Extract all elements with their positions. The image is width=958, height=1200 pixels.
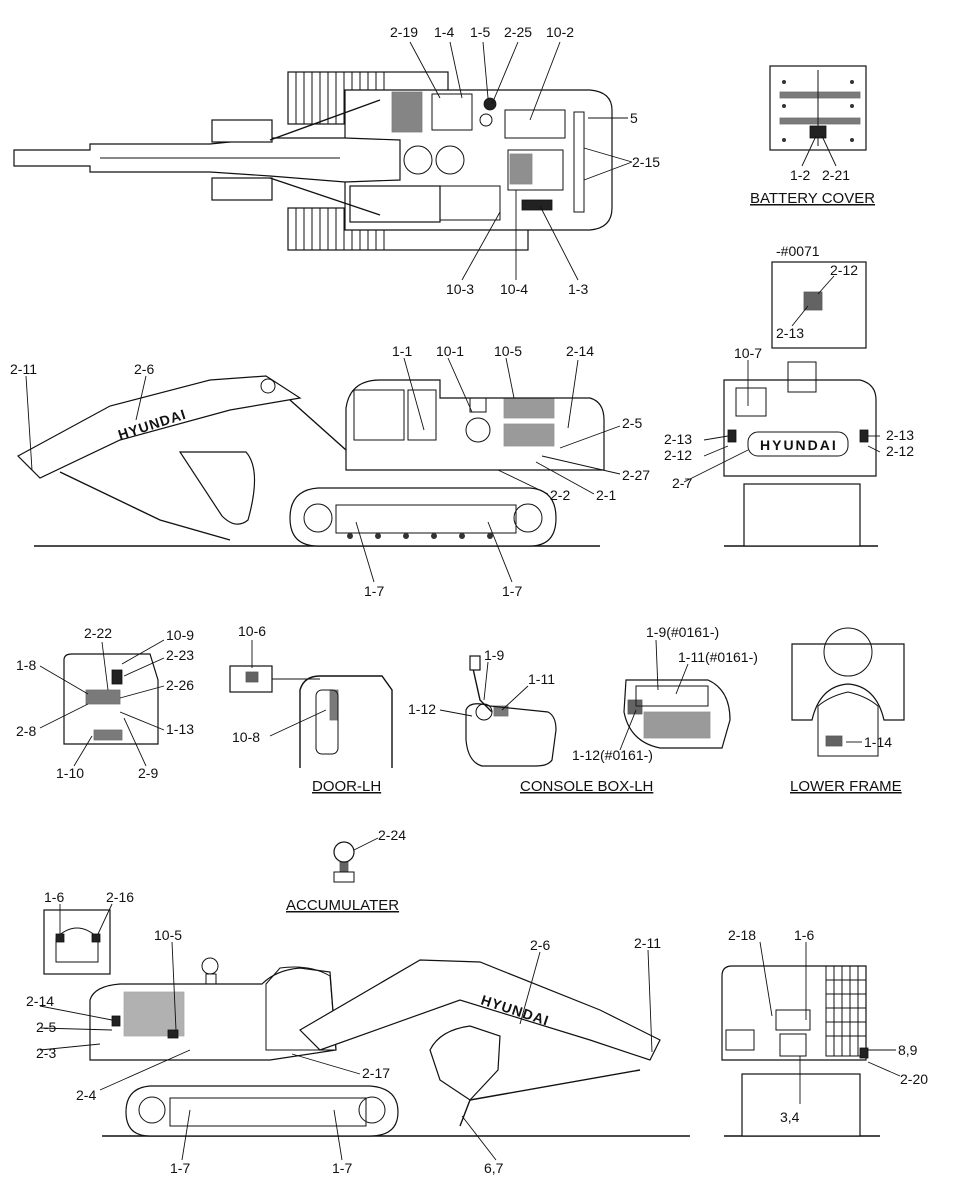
label-1-14: 1-14 <box>864 734 892 750</box>
label-2-13-right: 2-13 <box>886 427 914 443</box>
label-10-3: 10-3 <box>446 281 474 297</box>
label-10-9: 10-9 <box>166 627 194 643</box>
label-1-10: 1-10 <box>56 765 84 781</box>
label-2-5-bottom: 2-5 <box>36 1019 56 1035</box>
label-5: 5 <box>630 110 638 126</box>
label-1-5: 1-5 <box>470 24 490 40</box>
label-2-2: 2-2 <box>550 487 570 503</box>
label-2-20: 2-20 <box>900 1071 928 1087</box>
label-1-9-0161: 1-9(#0161-) <box>646 624 719 640</box>
label-1-1: 1-1 <box>392 343 412 359</box>
caption-door-lh: DOOR-LH <box>312 778 381 795</box>
label-1-7-bottom-right: 1-7 <box>332 1160 352 1176</box>
label-2-1: 2-1 <box>596 487 616 503</box>
label-1-7-right: 1-7 <box>502 583 522 599</box>
label-1-6-rear: 1-6 <box>794 927 814 943</box>
label-1-11-0161: 1-11(#0161-) <box>678 649 758 665</box>
label-1-9: 1-9 <box>484 647 504 663</box>
label-0071: -#0071 <box>776 243 820 259</box>
bottom-side-view: 1-6 2-16 HYUNDAI <box>26 889 690 1176</box>
label-2-19: 2-19 <box>390 24 418 40</box>
label-10-5: 10-5 <box>494 343 522 359</box>
console-box-lh-view: 1-9 1-11 1-12 1-9(#0161-) 1-11(#0161-) 1… <box>408 624 758 795</box>
label-2-6: 2-6 <box>134 361 154 377</box>
label-10-1: 10-1 <box>436 343 464 359</box>
caption-console-box-lh: CONSOLE BOX-LH <box>520 778 653 795</box>
label-10-8: 10-8 <box>232 729 260 745</box>
label-2-25: 2-25 <box>504 24 532 40</box>
label-2-3: 2-3 <box>36 1045 56 1061</box>
caption-accumulater: ACCUMULATER <box>286 897 399 914</box>
label-2-26: 2-26 <box>166 677 194 693</box>
label-1-12: 1-12 <box>408 701 436 717</box>
caption-lower-frame: LOWER FRAME <box>790 778 902 795</box>
label-2-9: 2-9 <box>138 765 158 781</box>
label-2-16: 2-16 <box>106 889 134 905</box>
label-2-8: 2-8 <box>16 723 36 739</box>
label-1-2: 1-2 <box>790 167 810 183</box>
battery-cover-view: 1-2 2-21 BATTERY COVER <box>750 65 875 207</box>
label-1-11: 1-11 <box>528 671 555 687</box>
label-10-4: 10-4 <box>500 281 528 297</box>
label-1-3: 1-3 <box>568 281 588 297</box>
label-1-7-bottom-left: 1-7 <box>170 1160 190 1176</box>
label-2-11: 2-11 <box>10 361 37 377</box>
label-2-22: 2-22 <box>84 625 112 641</box>
label-10-7: 10-7 <box>734 345 762 361</box>
label-2-21: 2-21 <box>822 167 850 183</box>
label-2-14: 2-14 <box>566 343 594 359</box>
label-10-2: 10-2 <box>546 24 574 40</box>
label-2-23: 2-23 <box>166 647 194 663</box>
label-1-12-0161: 1-12(#0161-) <box>572 747 653 763</box>
serial-0071-detail: -#0071 2-12 2-13 <box>771 243 867 349</box>
label-2-11-bottom: 2-11 <box>634 935 661 951</box>
caption-battery-cover: BATTERY COVER <box>750 190 875 207</box>
label-10-5-bottom: 10-5 <box>154 927 182 943</box>
label-2-12: 2-12 <box>830 262 858 278</box>
label-2-14-bottom: 2-14 <box>26 993 54 1009</box>
cab-interior-view: 2-22 10-9 2-23 1-8 2-26 2-8 1-13 1-10 2-… <box>16 625 194 781</box>
label-2-12-right: 2-12 <box>886 443 914 459</box>
rear-view: HYUNDAI 10-7 2-13 2-12 2-13 2-12 2-7 <box>664 345 914 547</box>
brand-lettering-rear: HYUNDAI <box>760 437 838 453</box>
label-2-18: 2-18 <box>728 927 756 943</box>
label-6-7: 6,7 <box>484 1160 504 1176</box>
label-3-4: 3,4 <box>780 1109 800 1125</box>
lower-frame-view: 1-14 LOWER FRAME <box>790 627 905 795</box>
label-10-6: 10-6 <box>238 623 266 639</box>
label-2-4: 2-4 <box>76 1087 96 1103</box>
label-1-13: 1-13 <box>166 721 194 737</box>
label-1-4: 1-4 <box>434 24 454 40</box>
bottom-rear-view: 2-18 1-6 8,9 2-20 3,4 <box>721 927 928 1137</box>
label-2-12-left: 2-12 <box>664 447 692 463</box>
label-2-15: 2-15 <box>632 154 660 170</box>
label-2-13: 2-13 <box>776 325 804 341</box>
label-2-5: 2-5 <box>622 415 642 431</box>
label-2-6-bottom: 2-6 <box>530 937 550 953</box>
label-2-7: 2-7 <box>672 475 692 491</box>
label-2-17: 2-17 <box>362 1065 390 1081</box>
label-2-13-left: 2-13 <box>664 431 692 447</box>
label-2-24: 2-24 <box>378 827 406 843</box>
door-lh-view: 10-6 10-8 DOOR-LH <box>229 623 393 795</box>
label-8-9: 8,9 <box>898 1042 918 1058</box>
label-1-7-left: 1-7 <box>364 583 384 599</box>
top-view: 2-19 1-4 1-5 2-25 10-2 5 2-15 10-3 10-4 … <box>13 24 660 297</box>
label-2-27: 2-27 <box>622 467 650 483</box>
side-view: HYUNDAI 2-11 2-6 1-1 10-1 10-5 2-14 2-5 … <box>10 343 650 599</box>
label-1-8: 1-8 <box>16 657 36 673</box>
accumulater-view: 2-24 ACCUMULATER <box>286 827 406 914</box>
label-1-6-top-left: 1-6 <box>44 889 64 905</box>
